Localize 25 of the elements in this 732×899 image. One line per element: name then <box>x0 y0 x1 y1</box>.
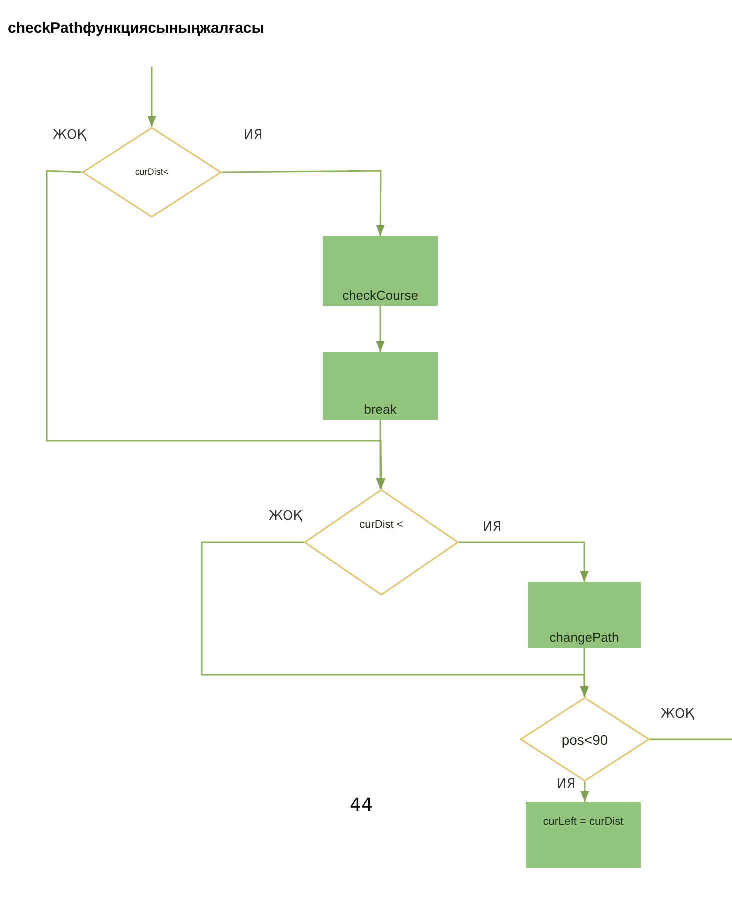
node-text: curDist < <box>358 518 404 533</box>
node-text: curLeft = curDist <box>542 815 625 830</box>
arrow <box>148 67 156 127</box>
node-text: pos<90 <box>560 731 610 750</box>
process-box <box>323 352 438 420</box>
node-text: curDist< <box>134 166 170 179</box>
page-number: 44 <box>350 795 373 816</box>
node-text: break <box>363 401 398 419</box>
title: checkPathфункциясыныңжалғасы <box>8 20 265 37</box>
arrow <box>222 170 385 236</box>
arrow <box>201 542 589 698</box>
arrow <box>459 542 589 582</box>
edge-label: ЖОҚ <box>268 509 304 524</box>
arrow <box>580 782 590 802</box>
process-box <box>323 236 438 306</box>
connector-line <box>650 738 732 740</box>
arrow <box>46 170 386 489</box>
node-text: checkCourse <box>342 287 420 305</box>
node-text: changePath <box>548 629 620 647</box>
arrow <box>580 648 589 697</box>
edge-label: ЖОҚ <box>660 707 696 722</box>
decision-diamond <box>304 489 459 596</box>
process-box <box>528 582 641 648</box>
process-box <box>526 802 641 868</box>
arrow <box>376 306 385 352</box>
